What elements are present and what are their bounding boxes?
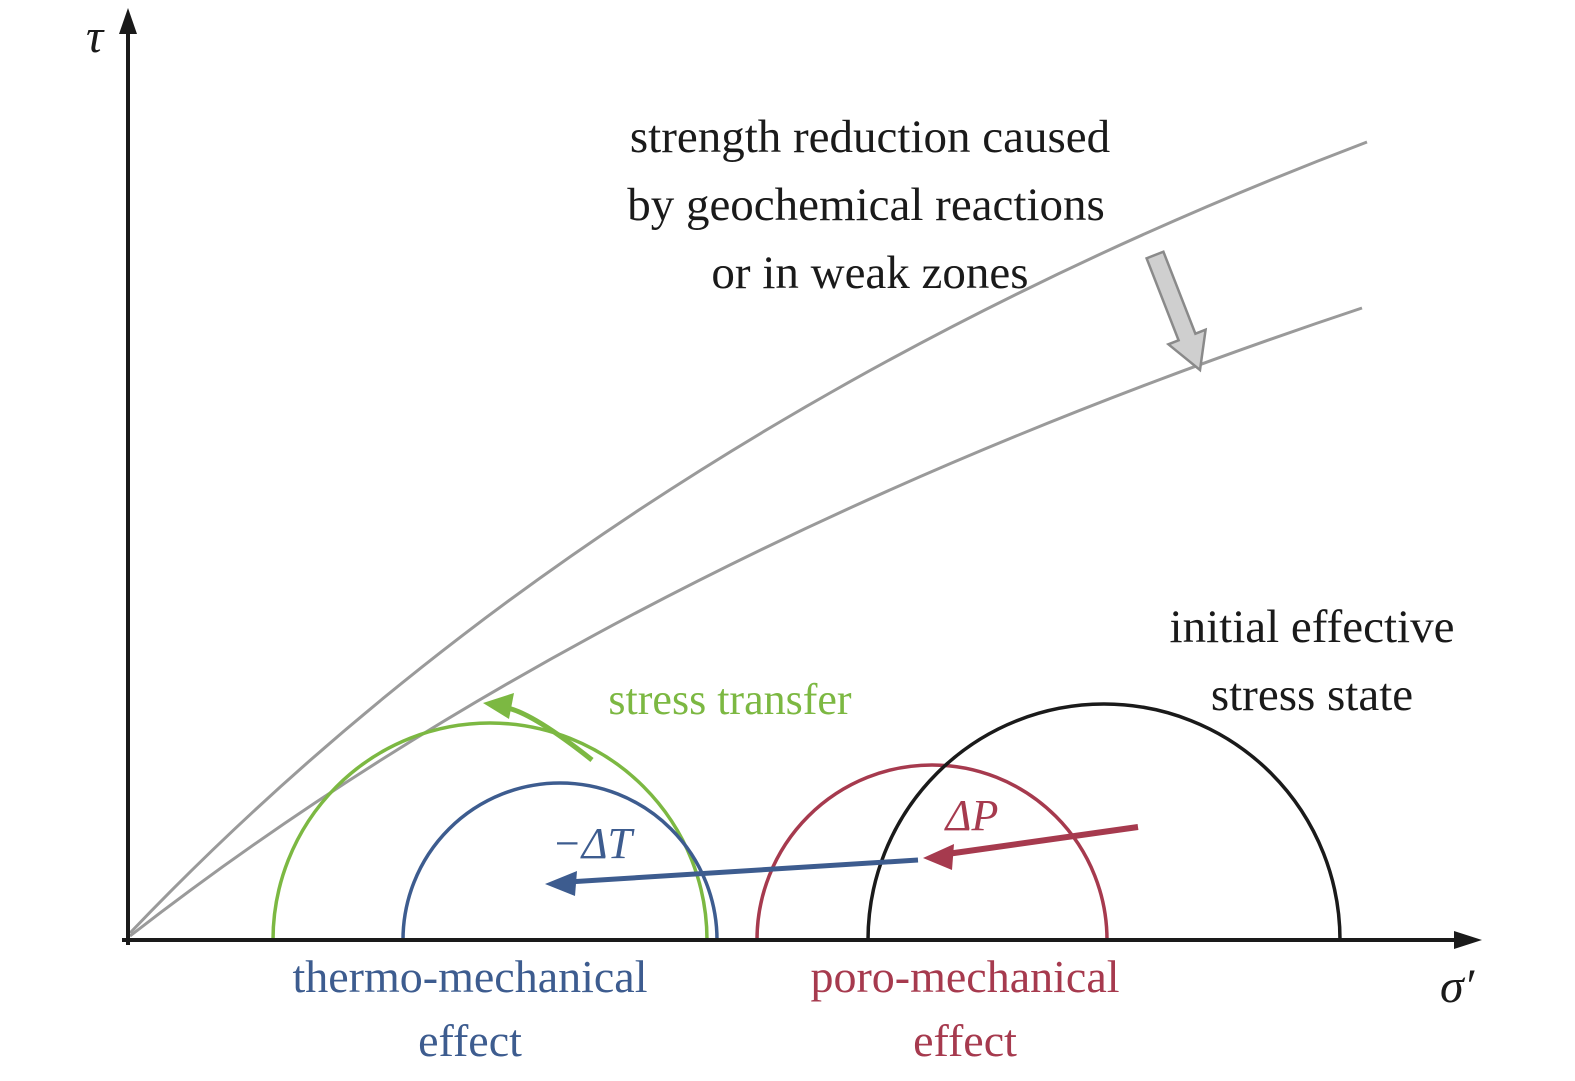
delta-t-arrowhead-icon xyxy=(545,871,577,896)
initial-stress-label-line2: stress state xyxy=(1211,669,1413,721)
stress-transfer-label: stress transfer xyxy=(608,675,851,724)
lower-failure-envelope-curve xyxy=(129,306,1363,938)
strength-reduction-label-line1: strength reduction caused xyxy=(630,111,1110,163)
poro-label-line1: poro-mechanical xyxy=(810,951,1119,1002)
y-axis-label: τ xyxy=(86,10,105,63)
delta-t-label: −ΔT xyxy=(552,819,636,868)
thermo-label-line1: thermo-mechanical xyxy=(292,951,647,1002)
thermo-label-line2: effect xyxy=(418,1015,522,1066)
delta-t-arrow xyxy=(567,857,919,885)
initial-stress-circle xyxy=(866,702,1342,941)
thermo-mechanical-circle xyxy=(401,781,719,941)
strength-reduction-label-line2: by geochemical reactions xyxy=(627,179,1105,231)
y-axis-arrowhead-icon xyxy=(119,8,137,34)
stress-transfer-arrowhead-icon xyxy=(483,693,514,719)
strength-reduction-arrow-icon xyxy=(1144,250,1208,373)
x-axis-label: σ′ xyxy=(1440,960,1476,1013)
poro-label-line2: effect xyxy=(913,1015,1017,1066)
delta-p-label: ΔP xyxy=(944,791,999,840)
delta-p-arrowhead-icon xyxy=(923,844,954,870)
strength-reduction-label-line3: or in weak zones xyxy=(711,247,1028,299)
delta-p-arrow xyxy=(939,824,1139,858)
poro-mechanical-circle xyxy=(755,763,1109,941)
x-axis-arrowhead-icon xyxy=(1454,931,1482,949)
initial-stress-label-line1: initial effective xyxy=(1170,601,1455,653)
upper-failure-envelope-curve xyxy=(128,140,1368,935)
